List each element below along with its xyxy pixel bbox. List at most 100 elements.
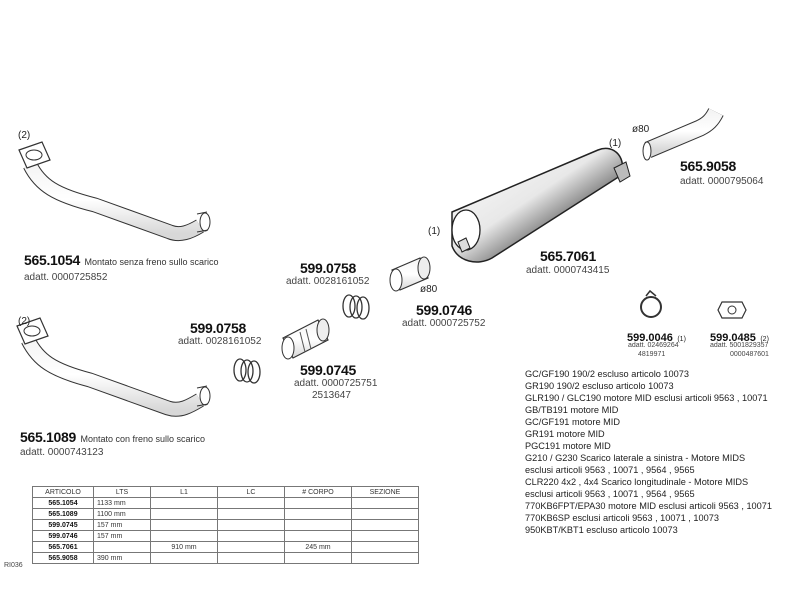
part-qty: (2) [760,336,769,343]
part-565-9058-code: 565.9058 [680,158,736,174]
application-line: PGC191 motore MID [525,441,611,451]
application-line: esclusi articoli 9563 , 10071 , 9564 , 9… [525,489,695,499]
qty-565-1089: (2) [18,316,31,327]
adatt-565-1054: adatt. 0000725852 [24,272,108,283]
table-row: 565.1089 1100 mm [32,508,419,520]
table-cell [217,508,285,520]
table-row: 599.0745 157 mm [32,519,419,531]
application-line: GR190 190/2 escluso articolo 10073 [525,381,674,391]
table-header: LC [217,486,285,498]
table-cell: 1100 mm [93,508,151,520]
table-row: 565.1054 1133 mm [32,497,419,509]
table-cell: 565.1089 [32,508,94,520]
adatt-599-0485: adatt. 5001829357 [710,342,769,349]
table-cell [284,497,352,509]
table-cell: 245 mm [284,541,352,553]
adatt-599-0046-alt: 4819971 [638,351,666,358]
clamp-599-0758-drawing-top [342,294,370,320]
table-cell [351,508,419,520]
table-cell: 1133 mm [93,497,151,509]
adatt-599-0485-alt: 0000487601 [730,351,769,358]
table-cell [150,530,218,542]
table-cell: 565.7061 [32,541,94,553]
table-cell [217,552,285,564]
table-cell [217,541,285,553]
adatt-565-9058: adatt. 0000795064 [680,176,764,187]
part-565-1054-label: 565.1054 Montato senza freno sullo scari… [24,252,219,270]
adatt-565-1089: adatt. 0000743123 [20,447,104,458]
qty-565-7061-right: (1) [609,138,622,149]
application-line: G210 / G230 Scarico laterale a sinistra … [525,453,746,463]
table-cell [150,497,218,509]
table-row: 565.7061 910 mm 245 mm [32,541,419,553]
application-line: 770KB6SP esclusi articoli 9563 , 10071 ,… [525,513,719,523]
table-cell [217,519,285,531]
applications-list: GC/GF190 190/2 escluso articolo 10073 GR… [525,368,772,536]
adatt-599-0758-top: adatt. 0028161052 [286,276,370,287]
qty-565-1054: (2) [18,130,31,141]
part-599-0745-code: 599.0745 [300,362,356,378]
part-note: Montato con freno sullo scarico [80,434,206,444]
front-pipe-565-1089-drawing [16,317,211,417]
adatt-599-0745: adatt. 0000725751 [294,378,378,389]
application-line: 770KB6FPT/EPA30 motore MID esclusi artic… [525,501,772,511]
table-cell [284,530,352,542]
table-cell: 390 mm [93,552,151,564]
table-header: LTS [93,486,151,498]
table-header: L1 [150,486,218,498]
table-cell [284,508,352,520]
part-code: 565.1089 [20,429,76,445]
part-code: 599.0046 [627,332,673,344]
table-cell [93,541,151,553]
part-599-0485-label: 599.0485 (2) [710,328,769,346]
adatt-599-0746: adatt. 0000725752 [402,318,486,329]
table-header-row: ARTICOLO LTS L1 LC # CORPO SEZIONE [32,486,419,498]
table-cell: 157 mm [93,530,151,542]
table-header: # CORPO [284,486,352,498]
part-code: 565.1054 [24,252,80,268]
table-cell [150,552,218,564]
table-header: ARTICOLO [32,486,94,498]
part-599-0046-label: 599.0046 (1) [627,328,686,346]
part-599-0758-top-code: 599.0758 [300,260,356,276]
application-line: 950KBT/KBT1 escluso articolo 10073 [525,525,678,535]
table-cell [217,530,285,542]
adatt-599-0046: adatt. 02469264 [628,342,679,349]
table-header: SEZIONE [351,486,419,498]
clamp-599-0758-drawing-bottom [233,358,261,384]
sleeve-599-0745-drawing [281,318,330,360]
application-line: GC/GF191 motore MID [525,417,620,427]
qty-565-7061-left: (1) [428,226,441,237]
adatt-599-0758-bottom: adatt. 0028161052 [178,336,262,347]
part-qty: (1) [677,336,686,343]
part-599-0758-bottom-code: 599.0758 [190,320,246,336]
dimensions-table: ARTICOLO LTS L1 LC # CORPO SEZIONE 565.1… [32,486,419,564]
application-line: esclusi articoli 9563 , 10071 , 9564 , 9… [525,465,695,475]
table-cell [351,497,419,509]
table-cell: 599.0745 [32,519,94,531]
table-cell [351,519,419,531]
table-cell [217,497,285,509]
part-565-1089-label: 565.1089 Montato con freno sullo scarico [20,429,205,447]
part-565-7061-code: 565.7061 [540,248,596,264]
connector-599-0746-drawing [389,256,431,292]
table-cell [351,552,419,564]
table-cell: 157 mm [93,519,151,531]
table-cell [150,508,218,520]
application-line: GLR190 / GLC190 motore MID esclusi artic… [525,393,768,403]
table-row: 599.0746 157 mm [32,530,419,542]
table-row: 565.9058 390 mm [32,552,419,564]
table-cell: 599.0746 [32,530,94,542]
application-line: GR191 motore MID [525,429,605,439]
table-cell [351,541,419,553]
table-cell: 565.1054 [32,497,94,509]
gasket-599-0485-drawing [717,301,747,319]
application-line: CLR220 4x2 , 4x4 Scarico longitudinale -… [525,477,749,487]
application-line: GC/GF190 190/2 escluso articolo 10073 [525,369,689,379]
adatt-565-7061: adatt. 0000743415 [526,265,610,276]
part-code: 599.0485 [710,332,756,344]
reference-code: RI036 [4,562,23,569]
table-cell [284,552,352,564]
muffler-565-7061-drawing [451,147,631,263]
